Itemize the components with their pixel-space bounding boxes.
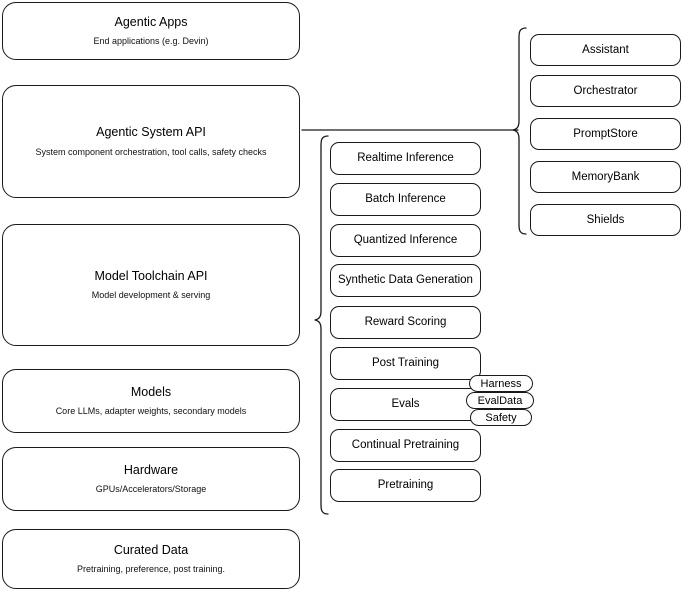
layer-subtitle: GPUs/Accelerators/Storage — [95, 484, 207, 495]
layer-subtitle: Pretraining, preference, post training. — [76, 564, 226, 575]
layer-box-models[interactable]: Models Core LLMs, adapter weights, secon… — [2, 369, 300, 433]
toolchain-item-label: Evals — [391, 398, 420, 411]
system-item-label: PromptStore — [573, 127, 638, 140]
layer-title: Models — [130, 384, 172, 399]
layer-subtitle: System component orchestration, tool cal… — [35, 146, 267, 157]
system-item-label: Orchestrator — [573, 84, 638, 97]
layer-box-hardware[interactable]: Hardware GPUs/Accelerators/Storage — [2, 447, 300, 511]
layer-title: Curated Data — [113, 542, 189, 557]
toolchain-item-evals[interactable]: Evals — [330, 388, 481, 421]
layer-subtitle: End applications (e.g. Devin) — [93, 36, 209, 47]
evals-tag-safety[interactable]: Safety — [470, 409, 532, 426]
evals-tag-evaldata[interactable]: EvalData — [466, 392, 534, 409]
toolchain-item-label: Synthetic Data Generation — [338, 274, 473, 287]
toolchain-item-synthetic-data-generation[interactable]: Synthetic Data Generation — [330, 264, 481, 297]
toolchain-item-label: Continual Pretraining — [351, 439, 460, 452]
layer-title: Agentic System API — [96, 125, 206, 140]
system-item-orchestrator[interactable]: Orchestrator — [530, 75, 681, 107]
toolchain-item-label: Post Training — [371, 357, 440, 370]
system-item-label: MemoryBank — [571, 170, 640, 183]
layer-box-agentic-system-api[interactable]: Agentic System API System component orch… — [2, 85, 300, 198]
toolchain-item-label: Reward Scoring — [364, 316, 447, 329]
system-item-assistant[interactable]: Assistant — [530, 34, 681, 66]
toolchain-item-label: Quantized Inference — [353, 234, 458, 247]
layer-subtitle: Core LLMs, adapter weights, secondary mo… — [55, 406, 247, 417]
toolchain-item-label: Pretraining — [377, 479, 434, 492]
toolchain-item-post-training[interactable]: Post Training — [330, 347, 481, 380]
system-item-label: Assistant — [582, 43, 629, 56]
evals-tag-label: EvalData — [477, 394, 523, 407]
toolchain-components-brace — [314, 135, 329, 515]
layer-box-agentic-apps[interactable]: Agentic Apps End applications (e.g. Devi… — [2, 2, 300, 60]
evals-tag-label: Safety — [485, 411, 517, 424]
toolchain-item-batch-inference[interactable]: Batch Inference — [330, 183, 481, 216]
layer-box-curated-data[interactable]: Curated Data Pretraining, preference, po… — [2, 529, 300, 589]
toolchain-item-label: Batch Inference — [365, 193, 446, 206]
toolchain-item-realtime-inference[interactable]: Realtime Inference — [330, 142, 481, 175]
toolchain-item-quantized-inference[interactable]: Quantized Inference — [330, 224, 481, 257]
system-components-brace — [512, 27, 527, 235]
toolchain-item-pretraining[interactable]: Pretraining — [330, 469, 481, 502]
evals-tag-label: Harness — [480, 377, 522, 390]
layer-title: Model Toolchain API — [94, 268, 208, 283]
toolchain-item-label: Realtime Inference — [357, 152, 454, 165]
system-item-label: Shields — [586, 213, 625, 226]
toolchain-item-continual-pretraining[interactable]: Continual Pretraining — [330, 429, 481, 462]
evals-tag-harness[interactable]: Harness — [469, 375, 533, 392]
system-item-shields[interactable]: Shields — [530, 204, 681, 236]
layer-title: Agentic Apps — [114, 14, 188, 29]
system-item-promptstore[interactable]: PromptStore — [530, 118, 681, 150]
system-item-memorybank[interactable]: MemoryBank — [530, 161, 681, 193]
toolchain-item-reward-scoring[interactable]: Reward Scoring — [330, 306, 481, 339]
layer-box-model-toolchain-api[interactable]: Model Toolchain API Model development & … — [2, 224, 300, 346]
layer-subtitle: Model development & serving — [91, 290, 211, 301]
layer-title: Hardware — [123, 462, 179, 477]
